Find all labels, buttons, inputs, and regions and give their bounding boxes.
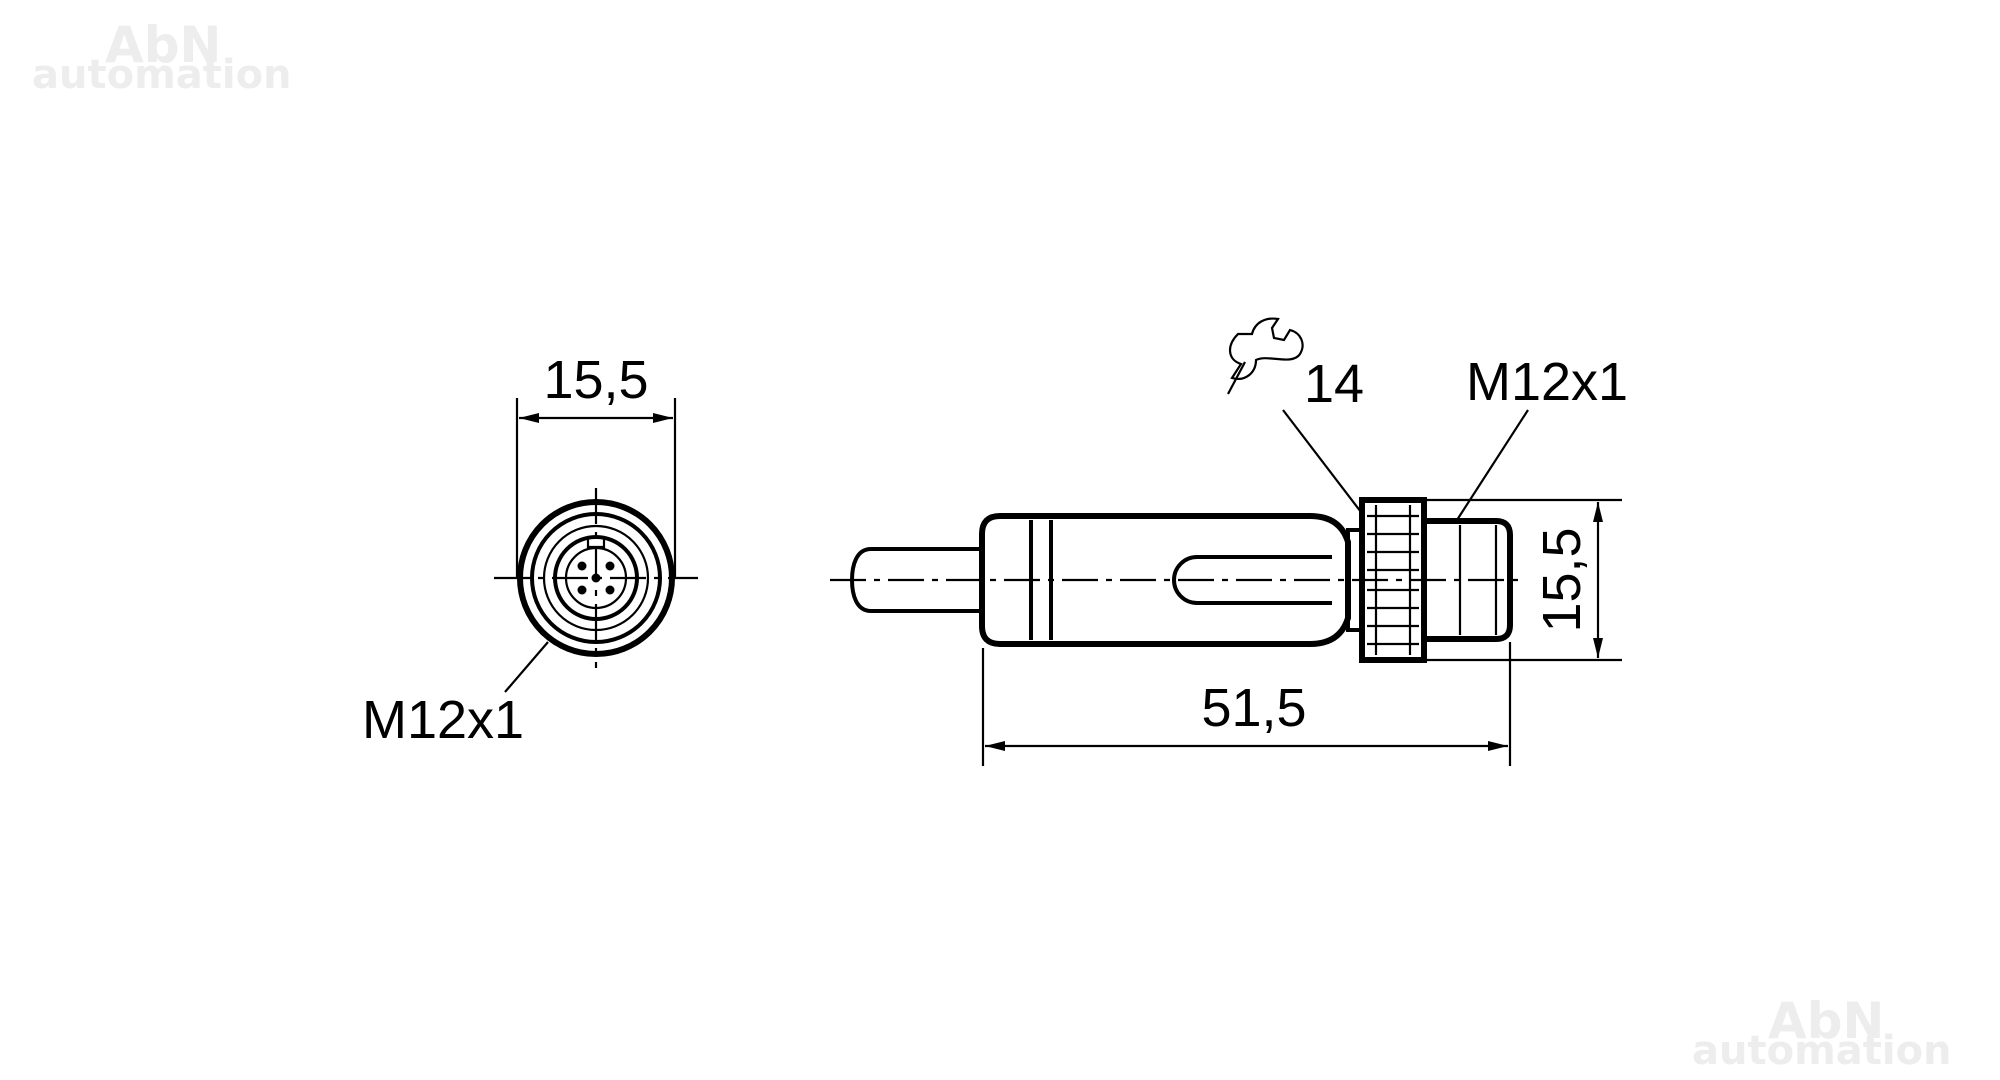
front-view: 15,5 M12x1 — [362, 350, 698, 750]
wrench-leader-line — [1282, 409, 1365, 517]
watermark-line2: automation — [32, 52, 292, 98]
front-thread-label: M12x1 — [362, 690, 524, 750]
insert-ring — [553, 535, 639, 621]
contact-pin — [577, 561, 587, 571]
strain-relief — [979, 513, 1051, 647]
side-view: 15,5 51,5 14 M12x1 — [830, 317, 1628, 766]
thread-leader-line — [504, 641, 549, 693]
outer-ring — [517, 499, 675, 657]
watermark-line2: automation — [1692, 1028, 1952, 1074]
watermark-top-left: AbN automation — [32, 16, 292, 98]
wrench-size-label: 14 — [1304, 354, 1364, 414]
key-notch — [586, 539, 606, 549]
watermark-bottom-right: AbN automation — [1692, 992, 1952, 1074]
wrench-icon — [1227, 317, 1304, 395]
contact-pin — [605, 561, 615, 571]
knurling — [1367, 505, 1419, 655]
side-height-dimension: 15,5 — [1532, 527, 1592, 632]
coupling-nut — [1359, 497, 1427, 663]
thread-ring — [542, 524, 650, 632]
side-length-dimension: 51,5 — [1201, 678, 1306, 738]
side-thread-label: M12x1 — [1466, 352, 1628, 412]
cable — [849, 547, 982, 613]
grip-slot — [1172, 555, 1332, 605]
contact-pin — [605, 585, 615, 595]
watermark-line1: AbN — [105, 16, 221, 74]
threaded-front — [1424, 518, 1513, 642]
contact-pin — [577, 585, 587, 595]
front-width-dimension: 15,5 — [543, 350, 648, 410]
contact-pin — [591, 573, 601, 583]
coupling-ring — [530, 512, 662, 644]
thread-leader-line — [1456, 409, 1529, 521]
watermark-line1: AbN — [1768, 992, 1884, 1050]
